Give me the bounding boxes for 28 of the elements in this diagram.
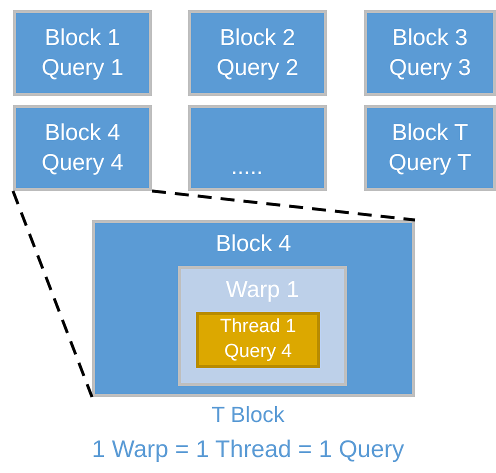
dashed-line bbox=[152, 190, 416, 222]
dashed-line bbox=[12, 190, 94, 398]
node-text: Block 1 bbox=[44, 23, 120, 52]
node-text: Query 2 bbox=[216, 53, 298, 82]
node-text: Block 4 bbox=[44, 118, 120, 148]
caption-text: 1 Warp = 1 Thread = 1 Query bbox=[92, 436, 404, 463]
node-text: Block T bbox=[392, 118, 468, 148]
node-text: Thread 1 bbox=[220, 315, 296, 340]
node-text: Block 3 bbox=[392, 23, 468, 52]
node-text: Warp 1 bbox=[226, 275, 300, 304]
block-box bbox=[364, 10, 496, 96]
block-box bbox=[188, 10, 327, 96]
block-box bbox=[13, 105, 152, 191]
block-box bbox=[364, 105, 496, 191]
caption-text: T Block bbox=[212, 402, 284, 427]
node-text: ..... bbox=[231, 155, 263, 178]
block-box bbox=[188, 105, 327, 191]
node-text: Query 1 bbox=[42, 53, 124, 82]
node-text: Query 4 bbox=[224, 340, 292, 364]
node-text: Query T bbox=[388, 148, 472, 177]
node-text: Query 3 bbox=[389, 53, 471, 82]
thread-box bbox=[196, 312, 320, 368]
node-text: Block 2 bbox=[220, 23, 296, 52]
node-text: Query 4 bbox=[42, 148, 124, 177]
block-box bbox=[92, 220, 415, 397]
block-box bbox=[13, 10, 152, 96]
warp-box bbox=[178, 266, 347, 386]
node-text: Block 4 bbox=[216, 229, 292, 258]
